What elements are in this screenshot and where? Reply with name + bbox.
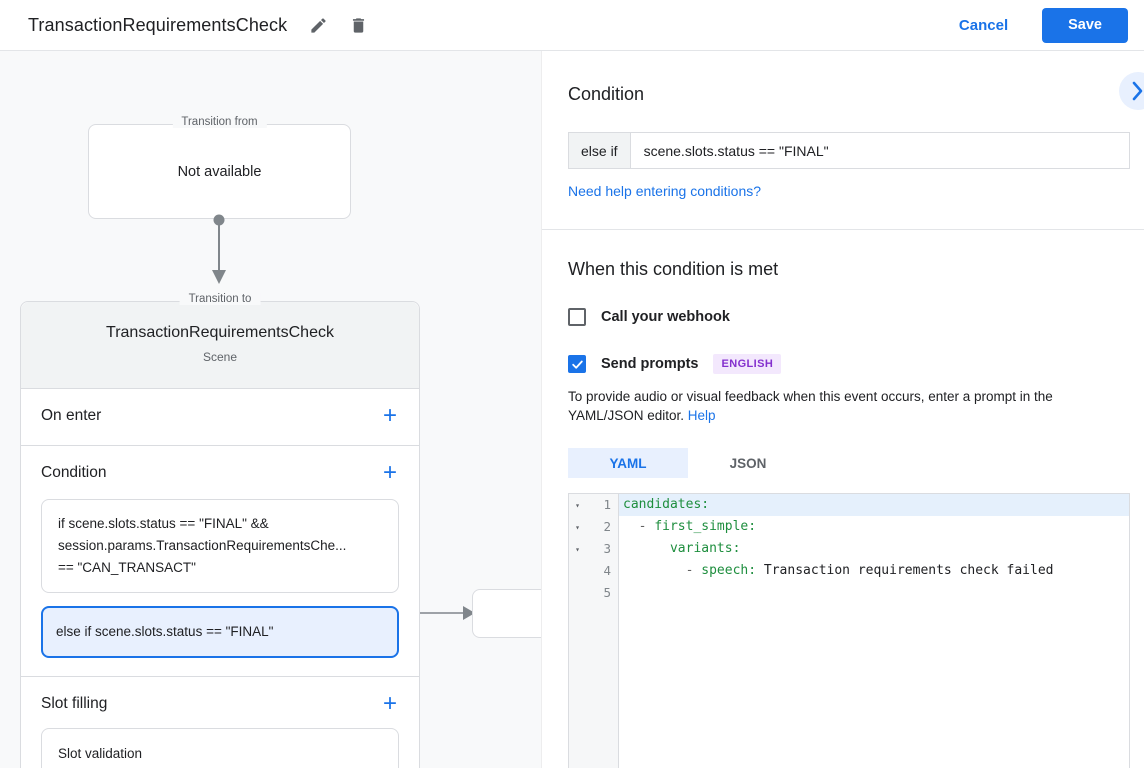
scene-title: TransactionRequirementsCheck [106,324,334,341]
code-text: - speech: Transaction requirements check… [685,563,1054,578]
code-text [619,582,1129,604]
edit-icon[interactable] [307,14,329,36]
line-number: 5 [586,582,619,604]
save-button[interactable]: Save [1042,7,1128,43]
line-number: 4 [586,560,619,582]
language-badge: ENGLISH [713,354,782,374]
condition-label: Condition [41,464,107,481]
when-condition-met-section: When this condition is met Call your web… [542,230,1144,768]
condition-expression-input[interactable] [629,132,1130,169]
chevron-right-icon [1132,81,1143,101]
tab-json[interactable]: JSON [688,448,808,478]
line-number: 1 [586,494,619,516]
send-prompts-checkbox[interactable] [568,355,586,373]
slot-item[interactable]: Slot validation [41,728,399,768]
top-bar: TransactionRequirementsCheck Cancel Save [0,0,1144,51]
page-title: TransactionRequirementsCheck [28,14,288,35]
webhook-row: Call your webhook [568,308,1130,326]
on-enter-label: On enter [41,407,102,424]
trash-icon [352,17,364,33]
checkmark-icon [571,360,583,369]
panel-title: Condition [568,84,645,104]
transition-to-legend: Transition to [179,293,261,305]
condition-line: == "CAN_TRANSACT" [58,560,196,575]
collapse-panel-button[interactable] [1119,72,1144,110]
line-number: 3 [586,538,619,560]
condition-line: else if scene.slots.status == "FINAL" [56,624,274,639]
on-enter-section: On enter + [21,389,419,446]
condition-help-link[interactable]: Need help entering conditions? [568,183,762,199]
helper-text: To provide audio or visual feedback when… [568,389,1053,423]
code-line[interactable]: ▾2 - first_simple: [569,516,1129,538]
send-prompts-label: Send prompts [601,356,699,372]
fold-gutter [569,582,586,604]
down-arrow-connector [212,214,226,284]
section-divider [542,229,1144,230]
condition-item-selected[interactable]: else if scene.slots.status == "FINAL" [41,606,399,658]
transition-from-value: Not available [177,163,262,180]
when-met-heading: When this condition is met [568,259,779,279]
scene-graph-canvas: Transition from Not available Transition… [0,51,541,768]
scene-card-header[interactable]: TransactionRequirementsCheck Scene [21,302,419,389]
condition-header-section: Condition else if Need help entering con… [542,51,1144,229]
fold-arrow-icon[interactable]: ▾ [569,494,586,516]
condition-line: session.params.TransactionRequirementsCh… [58,538,347,553]
fold-arrow-icon[interactable]: ▾ [569,516,586,538]
condition-section: Condition + if scene.slots.status == "FI… [21,446,419,677]
tab-yaml[interactable]: YAML [568,448,688,478]
add-on-enter-button[interactable]: + [382,402,397,429]
editor-tabs: YAML JSON [568,448,1130,478]
help-link[interactable]: Help [687,408,716,423]
fold-gutter [569,560,586,582]
code-text: candidates: [619,494,1129,516]
send-prompts-row: Send prompts ENGLISH [568,354,1130,374]
slot-filling-section: Slot filling + Slot validation Transacti… [21,677,419,768]
code-text: variants: [669,541,741,556]
webhook-checkbox[interactable] [568,308,586,326]
webhook-label: Call your webhook [601,309,730,325]
condition-line: if scene.slots.status == "FINAL" && [58,516,269,531]
code-line[interactable]: ▾3 variants: [569,538,1129,560]
code-editor-filler [569,604,1129,768]
line-number: 2 [586,516,619,538]
condition-prefix-label: else if [568,132,630,169]
slot-filling-label: Slot filling [41,695,108,712]
code-line[interactable]: 5 [569,582,1129,604]
pencil-icon [311,17,326,33]
prompts-helper-text: To provide audio or visual feedback when… [568,387,1128,425]
transition-from-legend: Transition from [172,116,267,128]
transition-target-box[interactable] [472,589,541,638]
fold-arrow-icon[interactable]: ▾ [569,538,586,560]
transition-from-box: Transition from Not available [88,116,351,219]
cancel-button[interactable]: Cancel [958,16,1009,34]
condition-item[interactable]: if scene.slots.status == "FINAL" && sess… [41,499,399,593]
add-condition-button[interactable]: + [382,459,397,486]
code-text: - first_simple: [638,519,757,534]
transition-to-card: Transition to TransactionRequirementsChe… [20,293,420,768]
condition-editor-panel: Condition else if Need help entering con… [541,51,1144,768]
add-slot-button[interactable]: + [382,690,397,717]
scene-subtitle: Scene [202,350,238,364]
code-line[interactable]: 4 - speech: Transaction requirements che… [569,560,1129,582]
delete-icon[interactable] [347,14,369,36]
